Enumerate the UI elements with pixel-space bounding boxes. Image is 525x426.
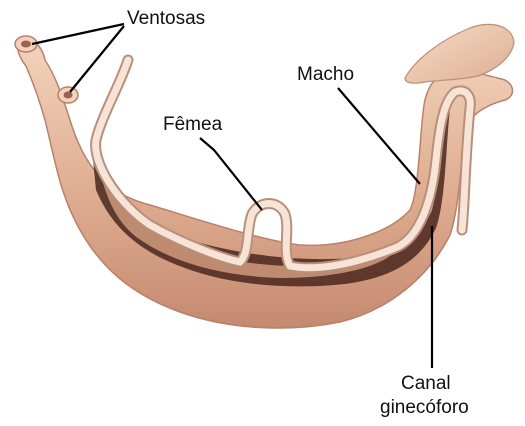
label-ventosas: Ventosas [127,8,205,30]
label-canal-line2: ginecóforo [380,397,469,419]
label-femea: Fêmea [163,114,222,136]
label-macho: Macho [297,64,354,86]
label-canal-line1: Canal [401,373,451,395]
leader-ventosas-oral [32,24,124,44]
leader-femea [200,138,262,210]
male-head [405,24,514,83]
leader-macho [338,88,420,184]
